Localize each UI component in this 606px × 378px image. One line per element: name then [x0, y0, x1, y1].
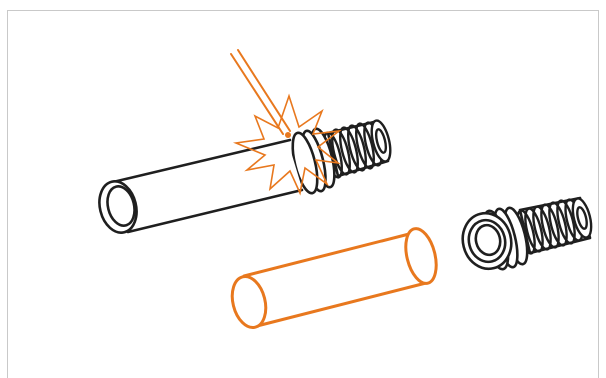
spark-burst-icon	[232, 93, 342, 196]
welding-torch-icon	[230, 49, 291, 138]
thread-ribs	[323, 119, 392, 179]
fitting-collar	[291, 127, 336, 195]
thread-stud	[323, 119, 392, 179]
orange-tube	[230, 227, 438, 330]
loose-fitting-thread-ribs	[516, 197, 593, 255]
welded-assembly	[98, 119, 392, 234]
loose-fitting	[461, 196, 593, 271]
